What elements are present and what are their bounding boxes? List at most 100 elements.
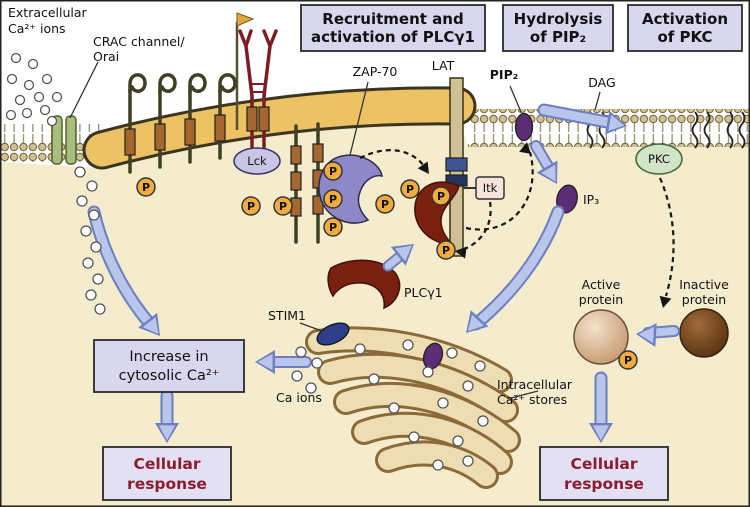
phosphate-label: P	[381, 198, 389, 211]
phosphate-label: P	[329, 221, 337, 234]
increase-line2: cytosolic Ca²⁺	[119, 368, 220, 384]
label-lck: Lck	[247, 154, 267, 168]
label-dag: DAG	[588, 75, 615, 90]
label-intracellular-line1: Intracellular	[497, 377, 573, 392]
ca-ion	[41, 73, 53, 85]
inactive-protein	[679, 308, 729, 358]
ca-ion	[5, 109, 17, 121]
dag-lipid	[586, 111, 746, 149]
crac-channel	[51, 115, 77, 165]
ca-ion	[82, 257, 94, 269]
dashed-arrow	[658, 177, 675, 308]
ca-ion	[74, 166, 86, 178]
title-box-recruitment: Recruitment and activation of PLCγ1	[300, 4, 486, 52]
increase-line1: Increase in	[129, 349, 208, 365]
ca-ion	[39, 104, 51, 116]
ca-ion	[80, 225, 92, 237]
label-intracellular-line2: Ca²⁺ stores	[497, 392, 567, 407]
ca-ion	[21, 107, 33, 119]
phosphate-badge: P	[400, 179, 420, 199]
label-active-line1: Active	[582, 277, 621, 292]
hook-receptor	[124, 73, 147, 174]
cellular-response-box-right: Cellular response	[539, 446, 669, 501]
ca-ion	[76, 195, 88, 207]
hook-receptor	[214, 73, 237, 160]
ca-ion	[305, 382, 317, 394]
ca-ion	[402, 339, 414, 351]
ca-ion	[452, 435, 464, 447]
phosphate-badge: P	[323, 161, 343, 181]
cellular-response-box-left: Cellular response	[102, 446, 232, 501]
label-plcg1: PLCγ1	[404, 285, 443, 300]
label-crac-line2: Orai	[93, 49, 119, 64]
ca-ion	[462, 455, 474, 467]
label-pkc: PKC	[648, 152, 670, 166]
flag-icon	[236, 12, 255, 27]
ca-ion	[291, 370, 303, 382]
ca-ion	[86, 180, 98, 192]
cellular-right-line1: Cellular	[571, 455, 638, 473]
ca-ion	[10, 52, 22, 64]
phosphate-label: P	[329, 165, 337, 178]
title-activation-line2: of PKC	[657, 28, 712, 46]
phosphate-badge: P	[323, 217, 343, 237]
ca-ion	[51, 91, 63, 103]
ca-ion	[27, 58, 39, 70]
phosphate-label: P	[406, 183, 414, 196]
ca-ion	[90, 241, 102, 253]
cd3-itam-chain	[290, 124, 302, 244]
phosphate-badge: P	[323, 189, 343, 209]
label-ip3: IP₃	[583, 192, 599, 207]
title-activation-line1: Activation	[642, 10, 728, 28]
phosphate-label: P	[442, 244, 450, 257]
t-cell-receptor	[238, 29, 278, 150]
ca-ion	[23, 79, 35, 91]
lipid-bilayer-left	[0, 124, 100, 162]
title-hydrolysis-line1: Hydrolysis	[514, 10, 603, 28]
signal-arrow	[87, 205, 160, 336]
ca-ion	[437, 397, 449, 409]
label-ca-ions: Ca ions	[276, 390, 322, 405]
cellular-left-line2: response	[127, 475, 207, 493]
ca-ion	[422, 366, 434, 378]
ca-ion	[408, 431, 420, 443]
pkc-kinase	[635, 143, 683, 175]
signal-arrow	[155, 389, 179, 443]
ca-ion	[477, 415, 489, 427]
label-pip2: PIP₂	[490, 67, 518, 82]
label-crac-line1: CRAC channel/	[93, 34, 185, 49]
ca-ion	[6, 73, 18, 85]
signal-arrow	[636, 323, 680, 348]
phosphate-label: P	[142, 181, 150, 194]
phosphate-label: P	[247, 200, 255, 213]
title-recruitment-line2: activation of PLCγ1	[311, 28, 475, 46]
signal-arrow	[537, 103, 627, 135]
ca-ion	[295, 346, 307, 358]
phosphate-label: P	[279, 200, 287, 213]
signal-arrow	[530, 140, 558, 184]
phosphate-badge: P	[431, 186, 451, 206]
label-inactive-line2: protein	[682, 292, 726, 307]
ca-ion	[46, 115, 58, 127]
signal-arrow	[255, 350, 312, 374]
ca-ion	[354, 343, 366, 355]
active-protein	[573, 309, 629, 365]
phosphate-label: P	[437, 190, 445, 203]
ca-ion	[94, 303, 106, 315]
lck-kinase	[233, 147, 281, 175]
ca-ion	[462, 380, 474, 392]
cellular-right-line2: response	[564, 475, 644, 493]
label-extracellular-line2: Ca²⁺ ions	[8, 21, 66, 36]
phosphate-badge: P	[436, 240, 456, 260]
signal-arrow	[466, 205, 565, 333]
lat-adaptor	[445, 77, 468, 257]
increase-calcium-box: Increase in cytosolic Ca²⁺	[93, 339, 245, 393]
title-hydrolysis-line2: of PIP₂	[530, 28, 586, 46]
label-stim1: STIM1	[268, 308, 306, 323]
ca-ion	[33, 91, 45, 103]
label-lat: LAT	[432, 58, 455, 73]
title-recruitment-line1: Recruitment and	[322, 10, 463, 28]
phosphate-label: P	[329, 193, 337, 206]
ca-ion	[14, 94, 26, 106]
